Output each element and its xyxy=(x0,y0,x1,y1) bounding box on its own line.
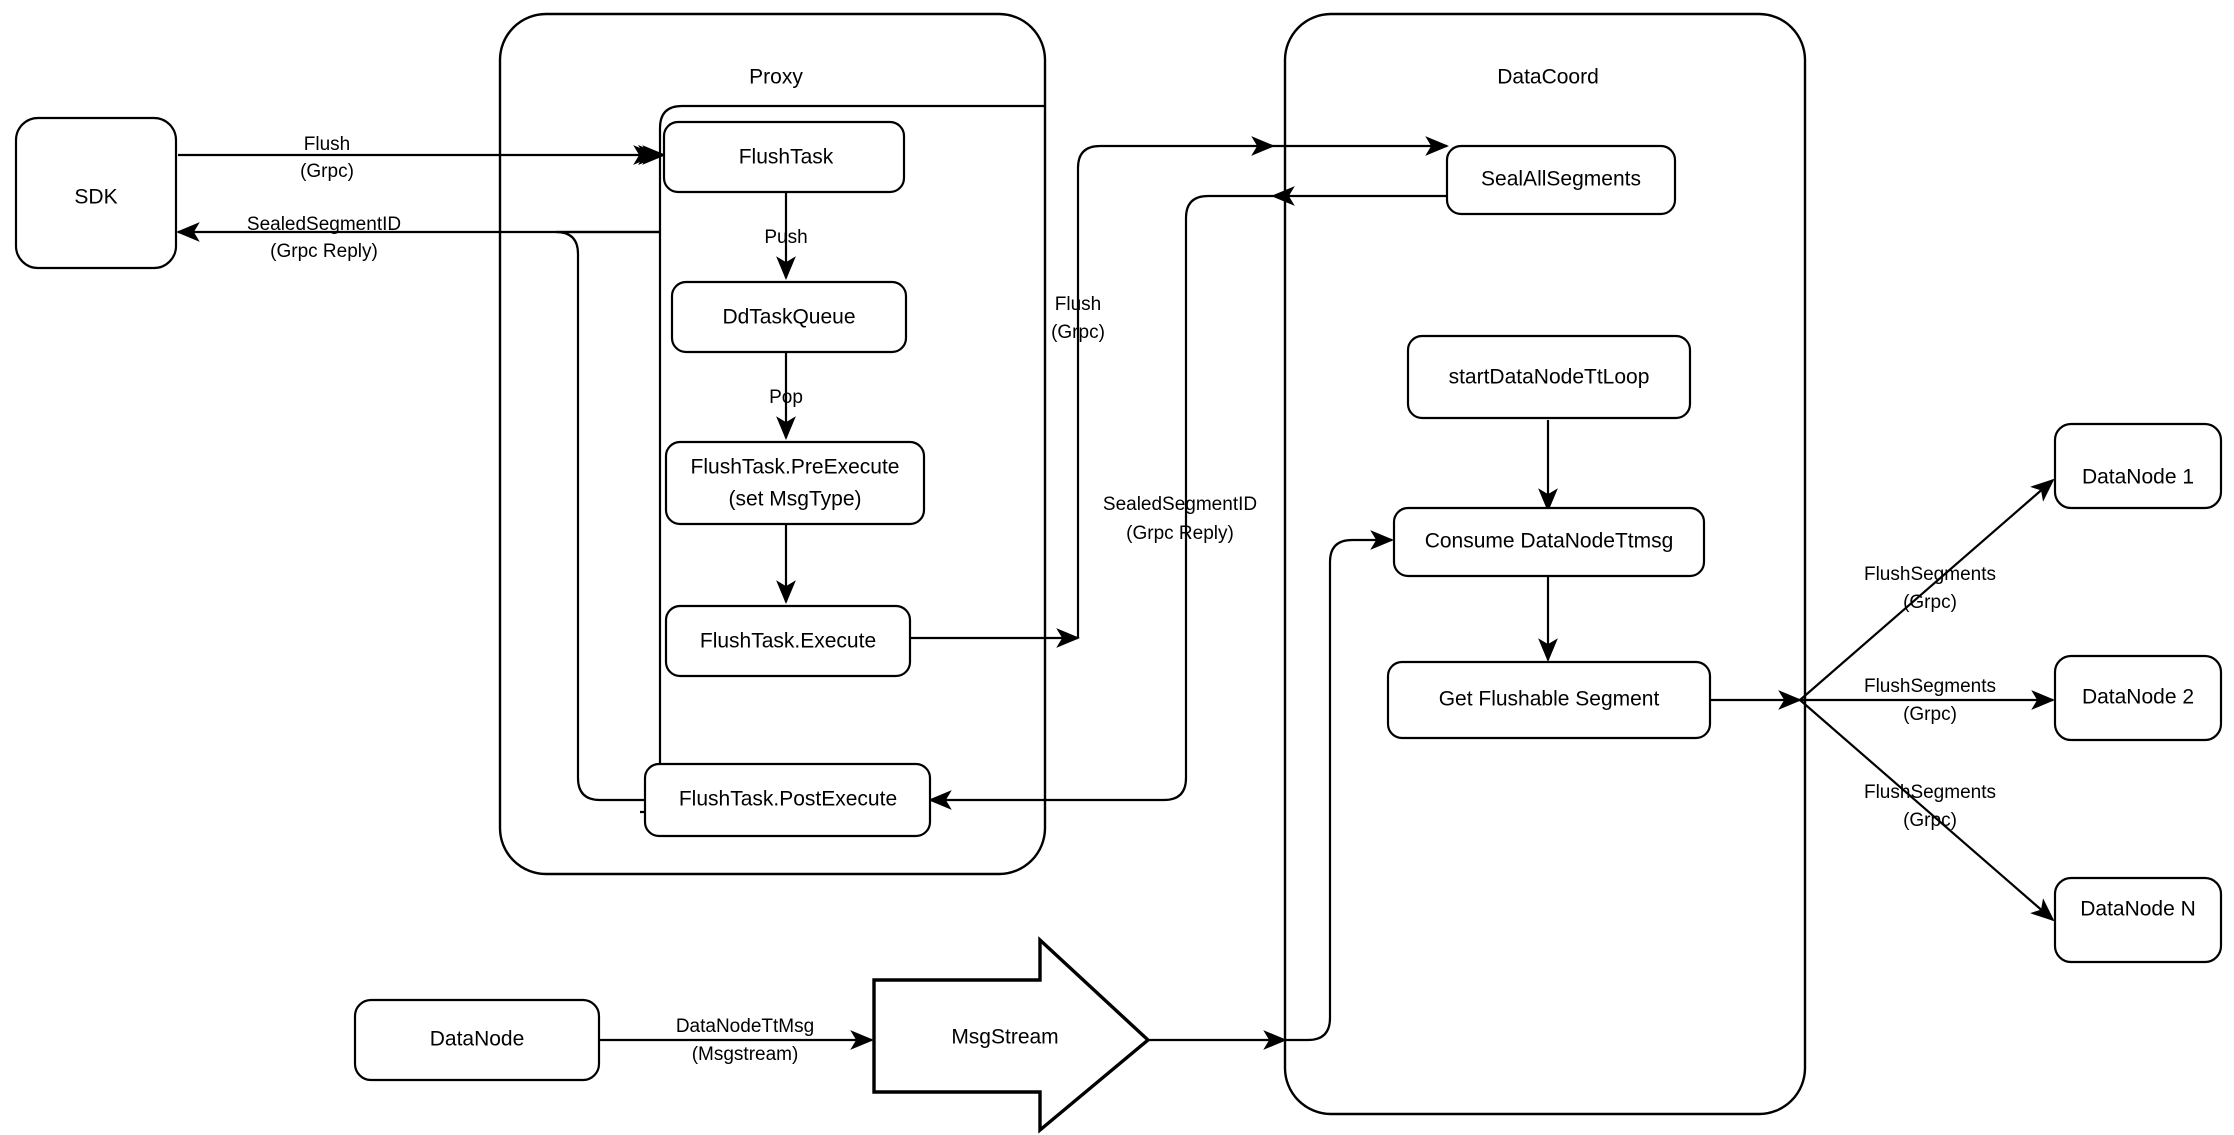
node-start-datanode-tt-loop[interactable] xyxy=(1406,334,1692,420)
edge-label-flush-segments-1-line1: FlushSegments xyxy=(1864,564,1996,585)
node-get-flushable-segment-label: Get Flushable Segment xyxy=(1439,688,1660,711)
rail-sealed-reply-to-postexecute xyxy=(928,194,1273,810)
edge-label-push: Push xyxy=(764,227,807,248)
edge-label-sealed-inner-line2: (Grpc Reply) xyxy=(1126,523,1234,544)
node-flushtask-execute-label: FlushTask.Execute xyxy=(700,630,876,653)
node-sdk-label: SDK xyxy=(74,186,117,209)
edge-label-flush-grpc-line2: (Grpc) xyxy=(300,161,354,182)
node-datanode-2-label: DataNode 2 xyxy=(2082,686,2194,709)
node-datanode-n-label: DataNode N xyxy=(2080,898,2196,921)
edge-msgstream-rail-to-consume xyxy=(1285,530,1394,1042)
node-seal-all-segments[interactable] xyxy=(1445,144,1677,216)
node-datanode-1-label: DataNode 1 xyxy=(2082,466,2194,489)
proxy-container xyxy=(498,12,1047,876)
node-flushtask-preexecute-line1: FlushTask.PreExecute xyxy=(691,456,900,479)
node-flush-task[interactable] xyxy=(662,120,906,194)
node-sdk[interactable] xyxy=(14,116,178,270)
edge-label-flush-segments-3-line1: FlushSegments xyxy=(1864,782,1996,803)
node-dd-task-queue-label: DdTaskQueue xyxy=(722,306,855,329)
node-consume-datanode-ttmsg-label: Consume DataNodeTtmsg xyxy=(1425,530,1674,553)
node-datanode-bottom-label: DataNode xyxy=(430,1028,525,1051)
node-flushtask-preexecute-line2: (set MsgType) xyxy=(728,488,861,511)
edge-label-flush-grpc-line1: Flush xyxy=(304,134,350,155)
node-msgstream-label: MsgStream xyxy=(951,1026,1058,1049)
node-flushtask-postexecute-label: FlushTask.PostExecute xyxy=(679,788,897,811)
node-datanode-1[interactable] xyxy=(2053,422,2223,510)
edge-label-flush-segments-2-line1: FlushSegments xyxy=(1864,676,1996,697)
node-flushtask-execute[interactable] xyxy=(664,604,912,678)
datacoord-container-label: DataCoord xyxy=(1497,66,1599,89)
node-consume-datanode-ttmsg[interactable] xyxy=(1392,506,1706,578)
edge-label-flush-segments-3-line2: (Grpc) xyxy=(1903,810,1957,831)
edge-hub-to-datanoden xyxy=(1799,699,2055,922)
node-datanode-bottom[interactable] xyxy=(353,998,601,1082)
edge-label-flush-segments-2-line2: (Grpc) xyxy=(1903,704,1957,725)
node-start-datanode-tt-loop-label: startDataNodeTtLoop xyxy=(1449,366,1650,389)
edge-label-flush-segments-1-line2: (Grpc) xyxy=(1903,592,1957,613)
edge-label-sealed-inner-line1: SealedSegmentID xyxy=(1103,494,1257,515)
edge-label-datanode-ttmsg-line1: DataNodeTtMsg xyxy=(676,1016,814,1037)
edge-label-flush-inner-line2: (Grpc) xyxy=(1051,322,1105,343)
node-msgstream[interactable] xyxy=(872,936,1151,1134)
edge-label-flush-inner-line1: Flush xyxy=(1055,294,1101,315)
edge-label-datanode-ttmsg-line2: (Msgstream) xyxy=(692,1044,799,1065)
node-get-flushable-segment[interactable] xyxy=(1386,660,1712,740)
edge-label-sealed-segment-id-line2: (Grpc Reply) xyxy=(270,241,378,262)
node-dd-task-queue[interactable] xyxy=(670,280,908,354)
edge-label-pop: Pop xyxy=(769,387,803,408)
edge-postexecute-to-rail xyxy=(555,230,660,802)
node-flushtask-postexecute[interactable] xyxy=(643,762,932,838)
node-datanode-2[interactable] xyxy=(2053,654,2223,742)
edge-hub-to-datanode1 xyxy=(1799,478,2055,701)
node-datanode-n[interactable] xyxy=(2053,876,2223,964)
node-flush-task-label: FlushTask xyxy=(739,146,834,169)
node-seal-all-segments-label: SealAllSegments xyxy=(1481,168,1641,191)
proxy-container-label: Proxy xyxy=(749,66,803,89)
node-flushtask-preexecute[interactable] xyxy=(664,440,926,526)
edge-label-sealed-segment-id-line1: SealedSegmentID xyxy=(247,214,401,235)
rail-proxy-left-vertical-up xyxy=(658,104,1045,155)
datacoord-container xyxy=(1283,12,1807,1116)
rail-flush-to-datacoord xyxy=(1076,136,1275,638)
